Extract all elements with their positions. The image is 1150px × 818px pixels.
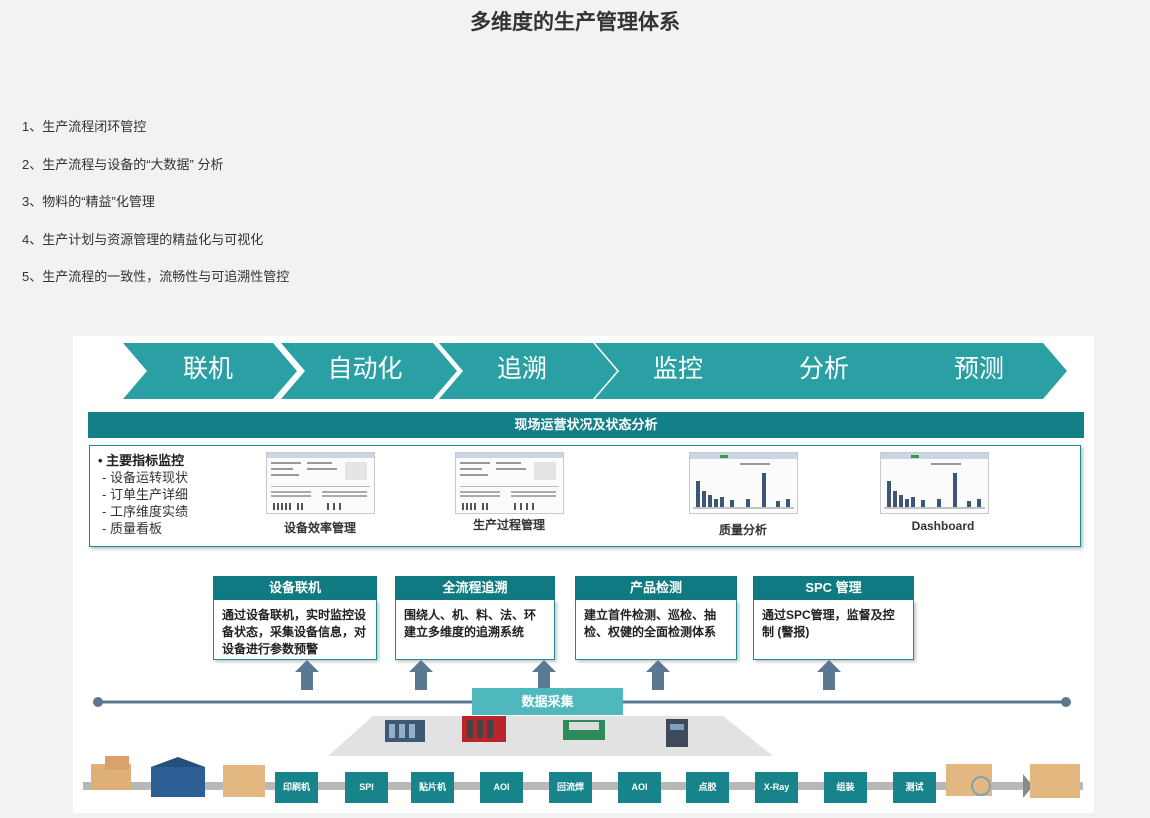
module-description: 通过设备联机，实时监控设备状态，采集设备信息，对设备进行参数预警 xyxy=(213,600,377,660)
stage-label: 联机 xyxy=(182,355,233,383)
chevron-automation xyxy=(281,343,457,399)
monitor-panel: • 主要指标监控 - 设备运转现状 - 订单生产详细 - 工序维度实绩 - 质量… xyxy=(89,445,1081,547)
line-station: AOI xyxy=(618,772,661,803)
kpi-item: - 设备运转现状 xyxy=(102,470,188,485)
kpi-heading: • 主要指标监控 xyxy=(98,453,185,468)
kpi-item: - 质量看板 xyxy=(102,521,162,536)
chevron-predict xyxy=(889,343,1067,399)
report-thumbnail xyxy=(267,453,374,510)
stage-label: 分析 xyxy=(798,355,849,383)
bus-endpoint xyxy=(1061,697,1071,707)
flow-graphics xyxy=(83,660,1083,798)
module-title: 全流程追溯 xyxy=(395,576,555,600)
production-process-screenshot xyxy=(455,452,564,514)
screen-caption: Dashboard xyxy=(911,519,975,533)
module-title: SPC 管理 xyxy=(753,576,914,600)
stage-label: 追溯 xyxy=(496,355,547,383)
page-title: 多维度的生产管理体系 xyxy=(470,11,680,34)
kpi-list: • 主要指标监控 - 设备运转现状 - 订单生产详细 - 工序维度实绩 - 质量… xyxy=(98,452,188,537)
module-title: 产品检测 xyxy=(575,576,737,600)
status-analysis-bar: 现场运营状况及状态分析 xyxy=(88,412,1084,438)
module-title: 设备联机 xyxy=(213,576,377,600)
screen-caption: 设备效率管理 xyxy=(283,521,356,535)
equipment-platform xyxy=(328,716,773,756)
quality-analysis-screenshot xyxy=(689,452,798,514)
stage-label: 监控 xyxy=(652,355,703,383)
chart-thumbnail xyxy=(690,453,797,509)
dashboard-screenshot xyxy=(880,452,989,514)
stage-label: 自动化 xyxy=(327,355,403,383)
line-station: 印刷机 xyxy=(275,772,318,803)
chevron-analyze xyxy=(741,343,919,399)
data-collection-box: 数据采集 xyxy=(472,688,623,715)
line-station: 回流焊 xyxy=(549,772,592,803)
list-item: 5、生产流程的一致性，流畅性与可追溯性管控 xyxy=(22,269,290,284)
chevron-trace xyxy=(439,343,617,399)
module-description: 建立首件检测、巡检、抽检、权健的全面检测体系 xyxy=(575,600,737,660)
line-arrow-head xyxy=(1023,774,1033,798)
line-station: 组装 xyxy=(824,772,867,803)
line-station: 贴片机 xyxy=(411,772,454,803)
screen-caption: 质量分析 xyxy=(718,523,767,537)
line-station: 测试 xyxy=(893,772,936,803)
stage-label: 预测 xyxy=(953,355,1004,383)
line-station: 点胶 xyxy=(686,772,729,803)
module-description: 围绕人、机、料、法、环建立多维度的追溯系统 xyxy=(395,600,555,660)
list-item: 2、生产流程与设备的“大数据” 分析 xyxy=(22,156,224,172)
line-station: AOI xyxy=(480,772,523,803)
equipment-efficiency-screenshot xyxy=(266,452,375,514)
list-item: 1、生产流程闭环管控 xyxy=(22,119,147,134)
feature-list: 1、生产流程闭环管控 2、生产流程与设备的“大数据” 分析 3、物料的“精益”化… xyxy=(22,118,289,306)
list-item: 4、生产计划与资源管理的精益化与可视化 xyxy=(22,231,264,247)
report-thumbnail xyxy=(456,453,563,510)
bus-endpoint xyxy=(93,697,103,707)
kpi-item: - 订单生产详细 xyxy=(102,487,188,502)
line-station: X-Ray xyxy=(755,772,798,803)
chevron-linkup xyxy=(123,343,297,399)
screen-caption: 生产过程管理 xyxy=(472,518,545,532)
kpi-item: - 工序维度实绩 xyxy=(102,504,188,519)
list-item: 3、物料的“精益”化管理 xyxy=(22,194,155,209)
module-product-inspection: 产品检测 建立首件检测、巡检、抽检、权健的全面检测体系 xyxy=(575,576,737,660)
chevron-monitor xyxy=(595,343,769,399)
chart-thumbnail xyxy=(881,453,988,509)
up-arrow-icon xyxy=(295,660,841,690)
equipment-icons xyxy=(385,716,688,747)
module-spc-management: SPC 管理 通过SPC管理，监督及控制 (警报) xyxy=(753,576,914,660)
module-description: 通过SPC管理，监督及控制 (警报) xyxy=(753,600,914,660)
line-station: SPI xyxy=(345,772,388,803)
module-full-trace: 全流程追溯 围绕人、机、料、法、环建立多维度的追溯系统 xyxy=(395,576,555,660)
system-diagram: 联机 自动化 追溯 监控 分析 预测 现场运营状况及状态分析 • 主要指标监控 … xyxy=(73,336,1094,813)
module-equipment-linkup: 设备联机 通过设备联机，实时监控设备状态，采集设备信息，对设备进行参数预警 xyxy=(213,576,377,660)
stage-chevrons xyxy=(123,343,1067,399)
